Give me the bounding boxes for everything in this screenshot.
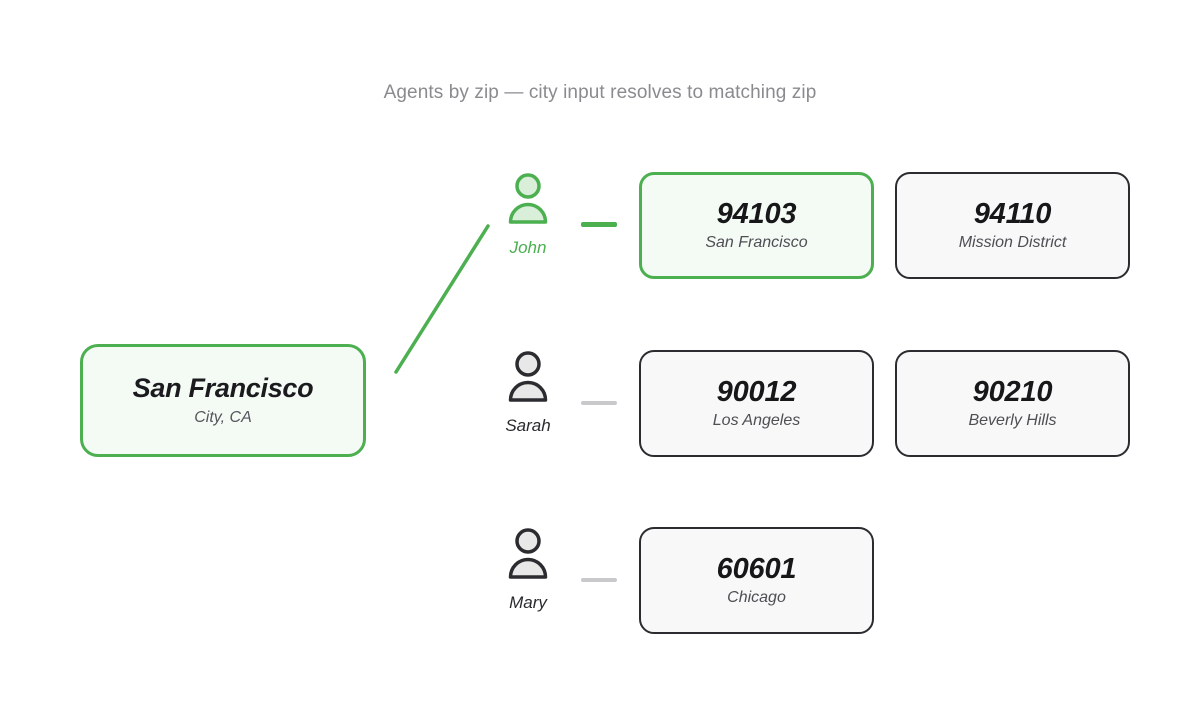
zip-card-group: 60601 Chicago bbox=[639, 527, 874, 634]
source-city-card[interactable]: San Francisco City, CA bbox=[80, 344, 366, 457]
zip-label: Chicago bbox=[727, 589, 786, 607]
page-title: Agents by zip — city input resolves to m… bbox=[383, 82, 817, 103]
zip-label: San Francisco bbox=[705, 234, 808, 252]
zip-label: Los Angeles bbox=[712, 412, 801, 430]
zip-card-group: 90012 Los Angeles 90210 Beverly Hills bbox=[639, 350, 1130, 457]
zip-code: 94110 bbox=[973, 197, 1052, 230]
agent-name-label: Sarah bbox=[505, 416, 551, 435]
zip-label: Beverly Hills bbox=[968, 412, 1057, 430]
agent-row: John 94103 San Francisco 94110 Mission D… bbox=[497, 172, 1130, 292]
zip-card[interactable]: 94103 San Francisco bbox=[639, 172, 874, 279]
agent-row: Mary 60601 Chicago bbox=[497, 527, 874, 647]
dash-connector bbox=[581, 578, 617, 582]
agent-name-label: John bbox=[509, 238, 547, 257]
agent-name-label: Mary bbox=[509, 593, 547, 612]
person-icon bbox=[508, 351, 548, 402]
zip-card[interactable]: 90012 Los Angeles bbox=[639, 350, 874, 457]
source-city-name: San Francisco bbox=[132, 372, 314, 403]
zip-card[interactable]: 90210 Beverly Hills bbox=[895, 350, 1130, 457]
agent-row: Sarah 90012 Los Angeles 90210 Beverly Hi… bbox=[497, 350, 1130, 470]
zip-code: 60601 bbox=[716, 552, 797, 585]
person-icon bbox=[508, 173, 548, 224]
source-city-subtitle: City, CA bbox=[194, 409, 252, 427]
diagonal-link-line bbox=[394, 224, 490, 374]
zip-card[interactable]: 94110 Mission District bbox=[895, 172, 1130, 279]
zip-code: 90210 bbox=[972, 375, 1053, 408]
zip-code: 90012 bbox=[716, 375, 797, 408]
zip-code: 94103 bbox=[716, 197, 797, 230]
zip-card[interactable]: 60601 Chicago bbox=[639, 527, 874, 634]
agent-mary[interactable]: Mary bbox=[497, 527, 559, 613]
agent-john[interactable]: John bbox=[497, 172, 559, 258]
zip-card-group: 94103 San Francisco 94110 Mission Distri… bbox=[639, 172, 1130, 279]
dash-connector bbox=[581, 222, 617, 227]
agent-sarah[interactable]: Sarah bbox=[497, 350, 559, 436]
person-icon bbox=[508, 528, 548, 579]
zip-label: Mission District bbox=[958, 234, 1067, 252]
dash-connector bbox=[581, 401, 617, 405]
